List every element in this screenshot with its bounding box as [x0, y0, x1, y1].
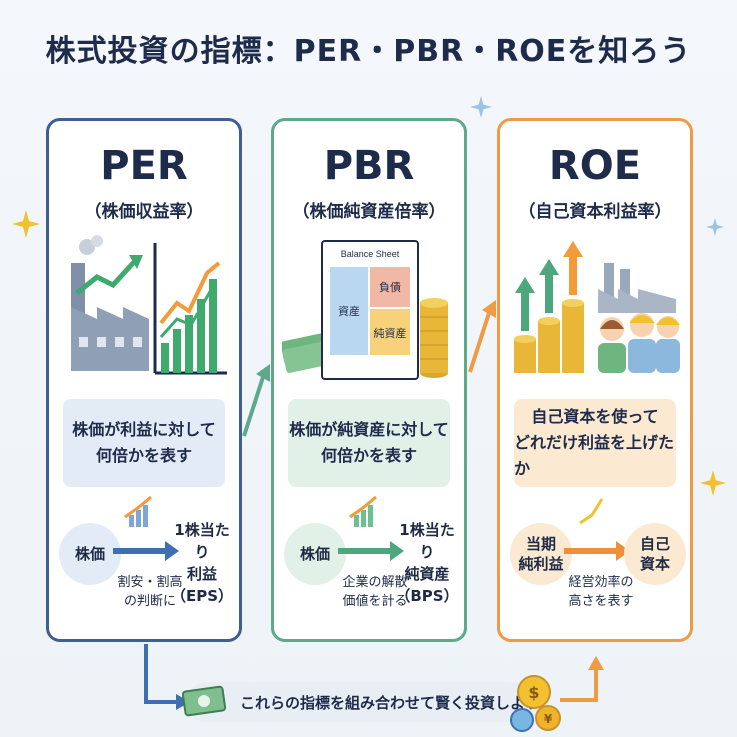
per-note: 割安・割高 の判断に — [105, 573, 195, 611]
roe-title: ROE — [548, 143, 642, 189]
per-denom-line1: 1株当たり — [174, 521, 230, 561]
banknote-icon — [182, 685, 227, 717]
sparkle-icon — [470, 96, 492, 118]
coin-stack-icon — [420, 298, 448, 378]
per-numerator: 株価 — [59, 523, 121, 585]
footer-text: これらの指標を組み合わせて賢く投資しよう — [240, 694, 541, 712]
sparkle-icon — [706, 218, 724, 236]
pbr-desc-line2: 何倍かを表す — [320, 446, 417, 465]
svg-text:¥: ¥ — [544, 712, 553, 726]
footer-banner — [186, 682, 542, 722]
bs-net-assets-label: 純資産 — [374, 327, 407, 340]
per-formula-arrow — [113, 495, 179, 561]
coin-stacks-icon — [514, 299, 584, 373]
connector-pbr-roe-arrow — [468, 300, 496, 373]
per-note-line1: 割安・割高 — [117, 575, 183, 590]
per-desc-line2: 何倍かを表す — [95, 446, 192, 465]
per-desc-line1: 株価が利益に対して — [72, 420, 216, 439]
page-title: 株式投資の指標：PER・PBR・ROEを知ろう — [45, 34, 692, 69]
pbr-title: PBR — [323, 143, 415, 189]
svg-text:$: $ — [528, 683, 539, 702]
roe-description: 自己資本を使って どれだけ利益を上げたか — [514, 399, 676, 487]
growth-arrow-icon — [75, 259, 137, 295]
bs-liabilities-label: 負債 — [379, 280, 401, 294]
cash-stack-icon — [282, 333, 332, 373]
roe-denom-line1: 自己 — [639, 535, 670, 553]
roe-subtitle: （自己資本利益率） — [518, 202, 672, 222]
roe-desc-line1: 自己資本を使って — [531, 407, 659, 426]
roe-card: ROE （自己資本利益率） — [497, 118, 693, 642]
per-denominator: 1株当たり 利益 （EPS） — [167, 519, 237, 607]
pbr-note: 企業の解散 価値を計る — [330, 573, 420, 611]
up-arrow-icon — [515, 241, 583, 331]
roe-num-line1: 当期 — [525, 535, 556, 553]
pbr-denominator: 1株当たり 純資産 （BPS） — [392, 519, 462, 607]
roe-num-line2: 純利益 — [518, 555, 564, 573]
per-subtitle: （株価収益率） — [84, 202, 204, 222]
roe-denominator: 自己 資本 — [624, 523, 686, 585]
bottom-flow-arrows — [144, 644, 604, 710]
pbr-subtitle: （株価純資産倍率） — [292, 202, 446, 222]
coins-icon: $ ¥ — [510, 675, 561, 732]
balance-sheet-illustration: Balance Sheet 資産 負債 純資産 — [282, 240, 448, 380]
coins-workers-illustration — [514, 241, 680, 373]
pbr-note-line1: 企業の解散 — [342, 575, 408, 590]
per-card: PER （株価収益率） 株価が利益に対して 何倍かを表す 株価 — [46, 118, 242, 642]
workers-icon — [598, 313, 680, 373]
roe-desc-line2: どれだけ利益を上げたか — [514, 433, 675, 478]
pbr-denom-line2: 純資産 — [404, 565, 450, 583]
pbr-denom-line1: 1株当たり — [399, 521, 455, 561]
per-note-line2: の判断に — [123, 594, 176, 609]
pbr-desc-line1: 株価が純資産に対して — [289, 420, 449, 439]
per-title: PER — [100, 143, 188, 189]
per-description: 株価が利益に対して 何倍かを表す — [63, 399, 225, 487]
roe-note-line2: 高さを表す — [568, 594, 634, 609]
roe-numerator: 当期 純利益 — [510, 523, 572, 585]
roe-formula-arrow — [564, 498, 630, 561]
per-denom-line3: （EPS） — [170, 587, 234, 605]
pbr-formula-arrow — [338, 495, 404, 561]
sparkle-icon — [12, 210, 40, 238]
sparkle-icon — [700, 470, 726, 496]
per-denom-line2: 利益 — [186, 565, 217, 583]
pbr-numerator: 株価 — [284, 523, 346, 585]
factory-growth-illustration — [71, 235, 227, 375]
roe-note-line1: 経営効率の — [568, 575, 634, 590]
connector-per-pbr-arrow — [242, 364, 270, 437]
roe-note: 経営効率の 高さを表す — [556, 573, 646, 611]
pbr-note-line2: 価値を計る — [342, 594, 408, 609]
pbr-card: PBR （株価純資産倍率） Balance Sheet 資産 負債 純資産 株価… — [271, 118, 467, 642]
balance-sheet-title: Balance Sheet — [341, 249, 400, 259]
pbr-denom-line3: （BPS） — [395, 587, 459, 605]
pbr-description: 株価が純資産に対して 何倍かを表す — [288, 399, 450, 487]
roe-denom-line2: 資本 — [639, 555, 670, 573]
bs-assets-label: 資産 — [338, 305, 360, 318]
